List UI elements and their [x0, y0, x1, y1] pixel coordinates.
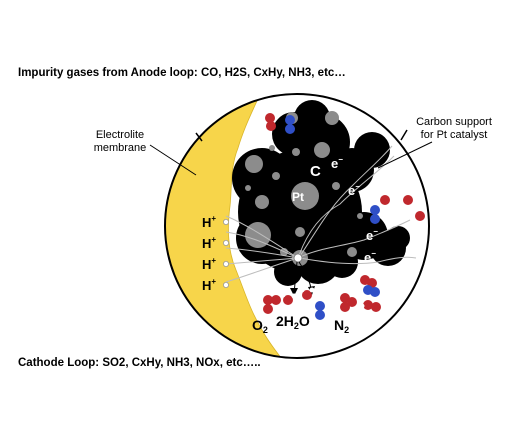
electrolite-pointer	[149, 144, 197, 176]
pt-label: Pt	[292, 190, 304, 204]
proton-labels: H+ H+ H+ H+	[202, 214, 216, 293]
carbon-support-label-line2: for Pt catalyst	[421, 129, 488, 141]
svg-text:e−: e−	[366, 227, 378, 243]
molecules-bottom	[263, 275, 381, 320]
svg-text:e−: e−	[364, 249, 376, 265]
water-label: 2H2O	[276, 313, 310, 331]
molecules-top	[262, 113, 295, 134]
electrolyte-membrane	[165, 94, 291, 358]
rim-tick-right	[400, 129, 408, 141]
electron-labels: e− e− e− e−	[331, 155, 378, 265]
carbon-support-pointer	[377, 141, 433, 169]
catalyst-circle-outline	[164, 93, 430, 359]
svg-text:e−: e−	[348, 182, 360, 198]
o2-label: O2	[252, 317, 268, 335]
molecules-right	[370, 192, 425, 224]
rim-tick-left	[195, 132, 203, 142]
electrolite-label-line2: membrane	[94, 142, 147, 154]
n2-label: N2	[334, 317, 349, 335]
carbon-label: C	[310, 163, 321, 180]
svg-text:e−: e−	[331, 155, 343, 171]
circle-interior: C Pt e− e− e− e− H+ H+ H+ H+ O2 2H2O N2	[165, 94, 429, 358]
carbon-support-label-line1: Carbon support	[416, 116, 492, 128]
electrolite-label-line1: Electrolite	[96, 129, 144, 141]
proton-dots	[222, 218, 229, 288]
svg-text:H+: H+	[202, 235, 216, 251]
anode-impurity-caption: Impurity gases from Anode loop: CO, H2S,…	[18, 67, 346, 79]
cathode-impurity-caption: Cathode Loop: SO2, CxHy, NH3, NOx, etc….…	[18, 357, 261, 369]
conduction-paths	[225, 145, 417, 283]
svg-text:H+: H+	[202, 277, 216, 293]
svg-text:H+: H+	[202, 256, 216, 272]
svg-text:H+: H+	[202, 214, 216, 230]
